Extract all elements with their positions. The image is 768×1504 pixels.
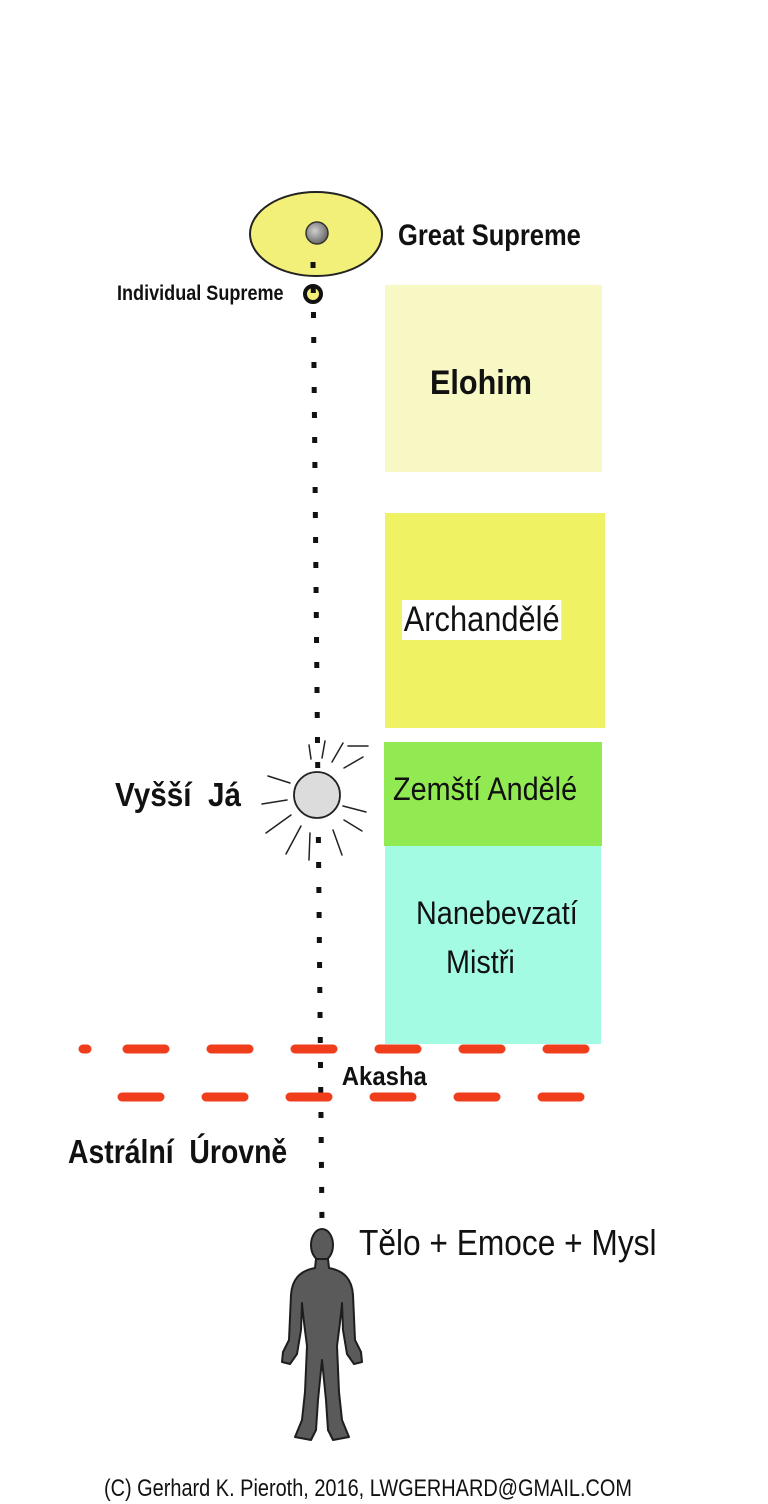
individual-supreme-label: Individual Supreme — [117, 282, 284, 305]
dotted-axis-line — [310, 261, 325, 1226]
nanebevzati-label-line1: Nanebevzatí — [416, 895, 578, 931]
nanebevzati-mistri-box — [385, 846, 601, 1044]
nanebevzati-label-line2: Mistři — [446, 944, 515, 980]
zemsti-andele-box — [384, 742, 602, 846]
great-supreme-dot — [305, 221, 329, 245]
vyssi-ja-label: Vyšší Já — [115, 776, 242, 813]
sun-rays — [261, 740, 369, 861]
higher-self-sun — [293, 771, 341, 819]
archandele-label: Archandělé — [402, 600, 562, 640]
copyright-text: (C) Gerhard K. Pieroth, 2016, LWGERHARD@… — [104, 1475, 632, 1502]
human-figure — [281, 1228, 363, 1441]
zemsti-andele-label: Zemští Andělé — [393, 771, 578, 807]
great-supreme-label: Great Supreme — [398, 219, 581, 252]
elohim-label: Elohim — [430, 364, 533, 402]
elohim-box — [385, 285, 602, 472]
individual-supreme-ring — [303, 284, 323, 304]
astralni-urovne-label: Astrální Úrovně — [68, 1133, 288, 1170]
telo-emoce-mysl-label: Tělo + Emoce + Mysl — [359, 1222, 657, 1263]
akasha-dashes — [78, 1044, 607, 1102]
akasha-label: Akasha — [339, 1061, 430, 1092]
